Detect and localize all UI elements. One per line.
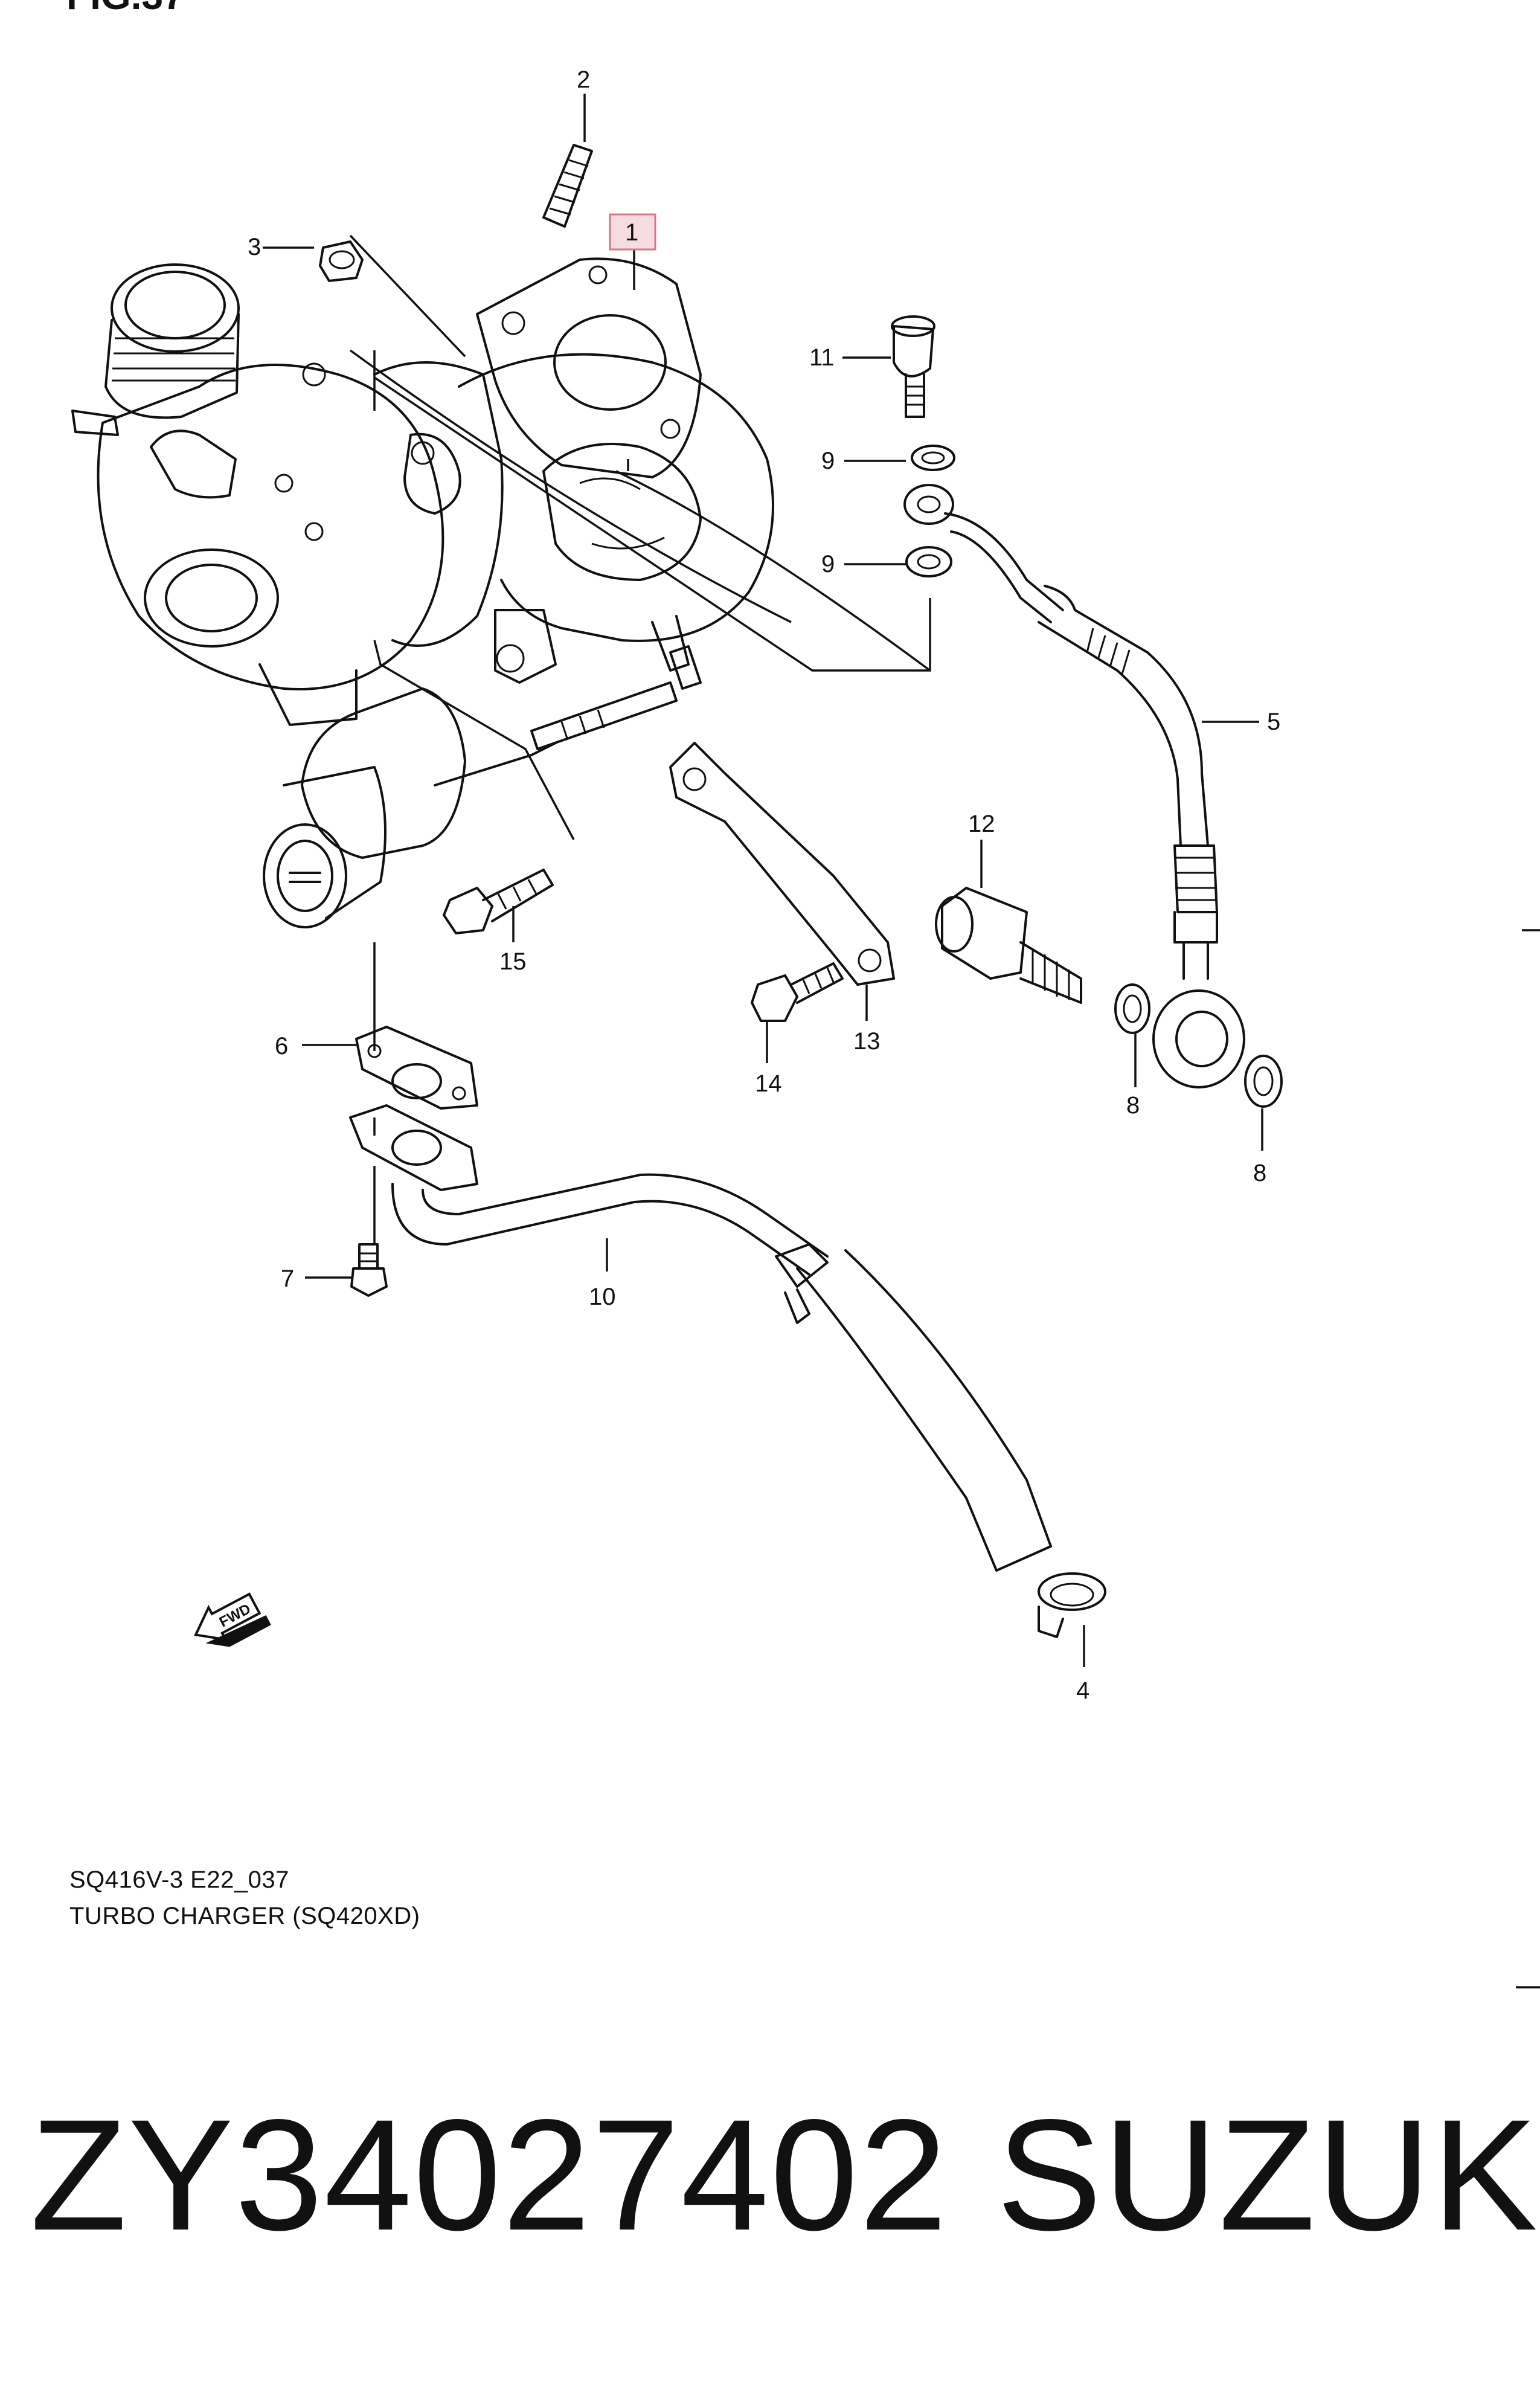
turbocharger-assembly[interactable] (71, 263, 774, 928)
diagram-title: TURBO CHARGER (SQ420XD) (69, 1903, 420, 1929)
stud-bolt[interactable] (542, 144, 593, 228)
bolt-15[interactable] (443, 869, 554, 934)
callout-2[interactable]: 2 (577, 66, 590, 93)
callout-13[interactable]: 13 (853, 1028, 881, 1055)
callout-9a[interactable]: 9 (821, 448, 835, 474)
union-bolt[interactable] (891, 315, 935, 418)
callout-8b[interactable]: 8 (1253, 1160, 1266, 1186)
turbo-flange-gasket[interactable] (476, 257, 702, 478)
callout-8a[interactable]: 8 (1126, 1092, 1140, 1119)
leader-lines (263, 94, 1540, 1989)
callout-14[interactable]: 14 (755, 1070, 782, 1097)
callout-9b[interactable]: 9 (821, 551, 835, 577)
union-fitting[interactable] (935, 887, 1082, 1004)
callout-11[interactable]: 11 (809, 344, 835, 371)
washer-8b[interactable] (1244, 1055, 1283, 1108)
oil-inlet-pipe[interactable] (903, 484, 1245, 1088)
washer-8a[interactable] (1114, 983, 1150, 1034)
bolt-14[interactable] (751, 962, 844, 1022)
fwd-arrow-icon: FWD (194, 1592, 271, 1647)
callouts: 1 2 3 4 5 6 7 8 8 9 9 10 11 12 13 14 15 (248, 66, 1280, 1704)
support-bracket[interactable] (669, 742, 895, 986)
callout-15[interactable]: 15 (499, 948, 527, 975)
callout-6[interactable]: 6 (275, 1033, 288, 1059)
figure-header: FIG.37 (66, 0, 185, 18)
part-number: ZY34027402 (30, 2086, 949, 2263)
callout-4[interactable]: 4 (1076, 1677, 1089, 1704)
callout-3[interactable]: 3 (248, 234, 261, 260)
washer-9b[interactable] (905, 546, 952, 577)
washer-9a[interactable] (911, 445, 955, 471)
diagram-svg: 1 2 3 4 5 6 7 8 8 9 9 10 11 12 13 14 15 … (71, 66, 1540, 1989)
nut[interactable] (319, 240, 364, 282)
gasket-6[interactable] (355, 1026, 478, 1110)
brand-name: SUZUKI (996, 2086, 1540, 2263)
callout-12[interactable]: 12 (968, 811, 995, 837)
callout-7[interactable]: 7 (281, 1265, 294, 1292)
bolt-7[interactable] (350, 1243, 388, 1297)
oil-return-pipe[interactable] (349, 1104, 1052, 1572)
callout-5[interactable]: 5 (1267, 709, 1280, 735)
callout-1[interactable]: 1 (625, 219, 638, 246)
hose-clamp[interactable] (1038, 1572, 1106, 1638)
callout-1-highlight (609, 213, 656, 251)
parts-diagram: FIG.37 (66, 0, 1540, 1989)
callout-10[interactable]: 10 (589, 1284, 616, 1310)
footer (0, 1993, 1540, 2392)
model-code: SQ416V-3 E22_037 (69, 1866, 289, 1893)
